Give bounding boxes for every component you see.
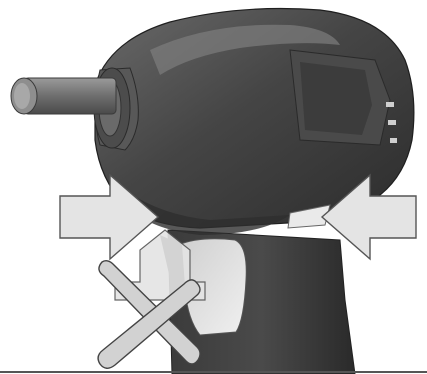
- tool-shaft: [24, 78, 116, 114]
- shaft-tip-face: [14, 83, 30, 109]
- vent-slot: [390, 138, 397, 143]
- vent-slot: [388, 120, 396, 125]
- body-panel-recess: [300, 62, 372, 135]
- vent-slot: [386, 102, 394, 107]
